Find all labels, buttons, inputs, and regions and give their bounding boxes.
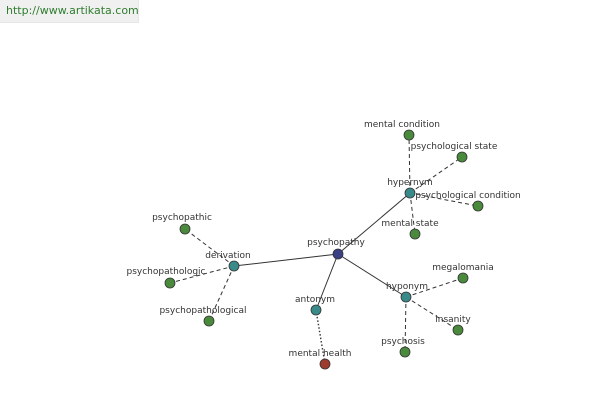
edge-hyponym-megalomania — [405, 277, 464, 298]
edge-hyponym-insanity — [405, 296, 459, 331]
site-link[interactable]: http://www.artikata.com — [6, 4, 139, 17]
node-antonym[interactable] — [310, 304, 322, 316]
edge-center-antonym — [315, 253, 339, 311]
label-derivation[interactable]: derivation — [205, 251, 251, 261]
label-mental-state[interactable]: mental state — [381, 219, 439, 229]
node-derivation[interactable] — [228, 260, 240, 272]
label-mental-condition[interactable]: mental condition — [364, 120, 440, 130]
node-center[interactable] — [332, 248, 344, 260]
edge-hypernym-mental-condition — [408, 134, 411, 194]
edge-center-derivation — [233, 253, 339, 267]
edge-derivation-psychopathic — [184, 228, 235, 267]
node-insanity[interactable] — [452, 324, 464, 336]
label-center[interactable]: psychopathy — [307, 238, 365, 248]
label-psychological-condition[interactable]: psychological condition — [415, 191, 521, 201]
label-psychosis[interactable]: psychosis — [381, 337, 425, 347]
label-antonym[interactable]: antonym — [295, 295, 335, 305]
label-megalomania[interactable]: megalomania — [432, 263, 494, 273]
label-insanity[interactable]: insanity — [435, 315, 471, 325]
edge-center-hyponym — [337, 253, 407, 298]
edge-hyponym-psychosis — [404, 296, 407, 353]
node-psychological-state[interactable] — [456, 151, 468, 163]
node-psychological-condition[interactable] — [472, 200, 484, 212]
edge-hypernym-psychological-condition — [409, 192, 479, 207]
label-psychopathologic[interactable]: psychopathologic — [126, 267, 205, 277]
label-psychopathic[interactable]: psychopathic — [152, 213, 212, 223]
node-psychopathic[interactable] — [179, 223, 191, 235]
node-megalomania[interactable] — [457, 272, 469, 284]
edge-derivation-psychopathological — [208, 265, 235, 322]
label-psychopathological[interactable]: psychopathological — [159, 306, 246, 316]
site-header-bar: http://www.artikata.com — [0, 0, 139, 23]
label-mental-health[interactable]: mental health — [289, 349, 352, 359]
node-hypernym[interactable] — [404, 187, 416, 199]
label-hypernym[interactable]: hypernym — [387, 178, 433, 188]
node-hyponym[interactable] — [400, 291, 412, 303]
edge-hypernym-psychological-state — [409, 156, 463, 194]
node-psychopathological[interactable] — [203, 315, 215, 327]
label-psychological-state[interactable]: psychological state — [411, 142, 498, 152]
node-mental-health[interactable] — [319, 358, 331, 370]
label-hyponym[interactable]: hyponym — [386, 282, 428, 292]
node-psychopathologic[interactable] — [164, 277, 176, 289]
node-mental-state[interactable] — [409, 228, 421, 240]
node-psychosis[interactable] — [399, 346, 411, 358]
node-mental-condition[interactable] — [403, 129, 415, 141]
edge-antonym-mental-health — [315, 309, 326, 365]
edge-center-hypernym — [337, 192, 411, 255]
